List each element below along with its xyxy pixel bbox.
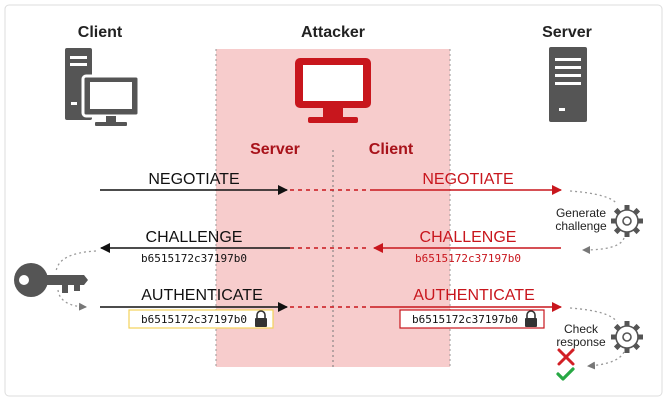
check-response-line2: response [556,335,606,349]
generate-challenge-line1: Generate [556,206,606,220]
lock-icon [255,310,267,327]
negotiate-label-client: NEGOTIATE [148,171,239,188]
key-loop-out [57,289,87,311]
authenticate-label-server: AUTHENTICATE [413,287,534,304]
generate-loop-out [582,237,625,254]
negotiate-label-server: NEGOTIATE [422,171,513,188]
column-client-title: Client [78,24,123,41]
challenge-label-client: CHALLENGE [146,229,243,246]
column-attacker-title: Attacker [301,24,365,41]
server-tower-icon [549,47,587,122]
authenticate-label-client: AUTHENTICATE [141,287,262,304]
attacker-role-client: Client [369,141,414,158]
key-icon [14,263,88,297]
client-response-box: b6515172c37197b0 [128,309,274,329]
check-icon [556,367,575,381]
client-response-value: b6515172c37197b0 [141,313,247,326]
attacker-role-server: Server [250,141,300,158]
key-loop-in [55,250,97,273]
attacker-monitor-icon [295,58,371,123]
challenge-value-client: b6515172c37197b0 [141,252,247,265]
lock-icon [525,310,537,327]
challenge-value-server: b6515172c37197b0 [415,252,521,265]
check-loop-in [569,307,618,323]
cross-icon [557,348,575,366]
generate-loop-in [569,190,618,205]
check-loop-out [587,351,625,370]
relayed-response-value: b6515172c37197b0 [412,313,518,326]
column-server-title: Server [542,24,592,41]
generate-challenge-line2: challenge [555,219,607,233]
relayed-response-box: b6515172c37197b0 [399,309,545,329]
challenge-label-server: CHALLENGE [420,229,517,246]
client-computer-icon [65,48,141,126]
check-response-line1: Check [564,322,599,336]
